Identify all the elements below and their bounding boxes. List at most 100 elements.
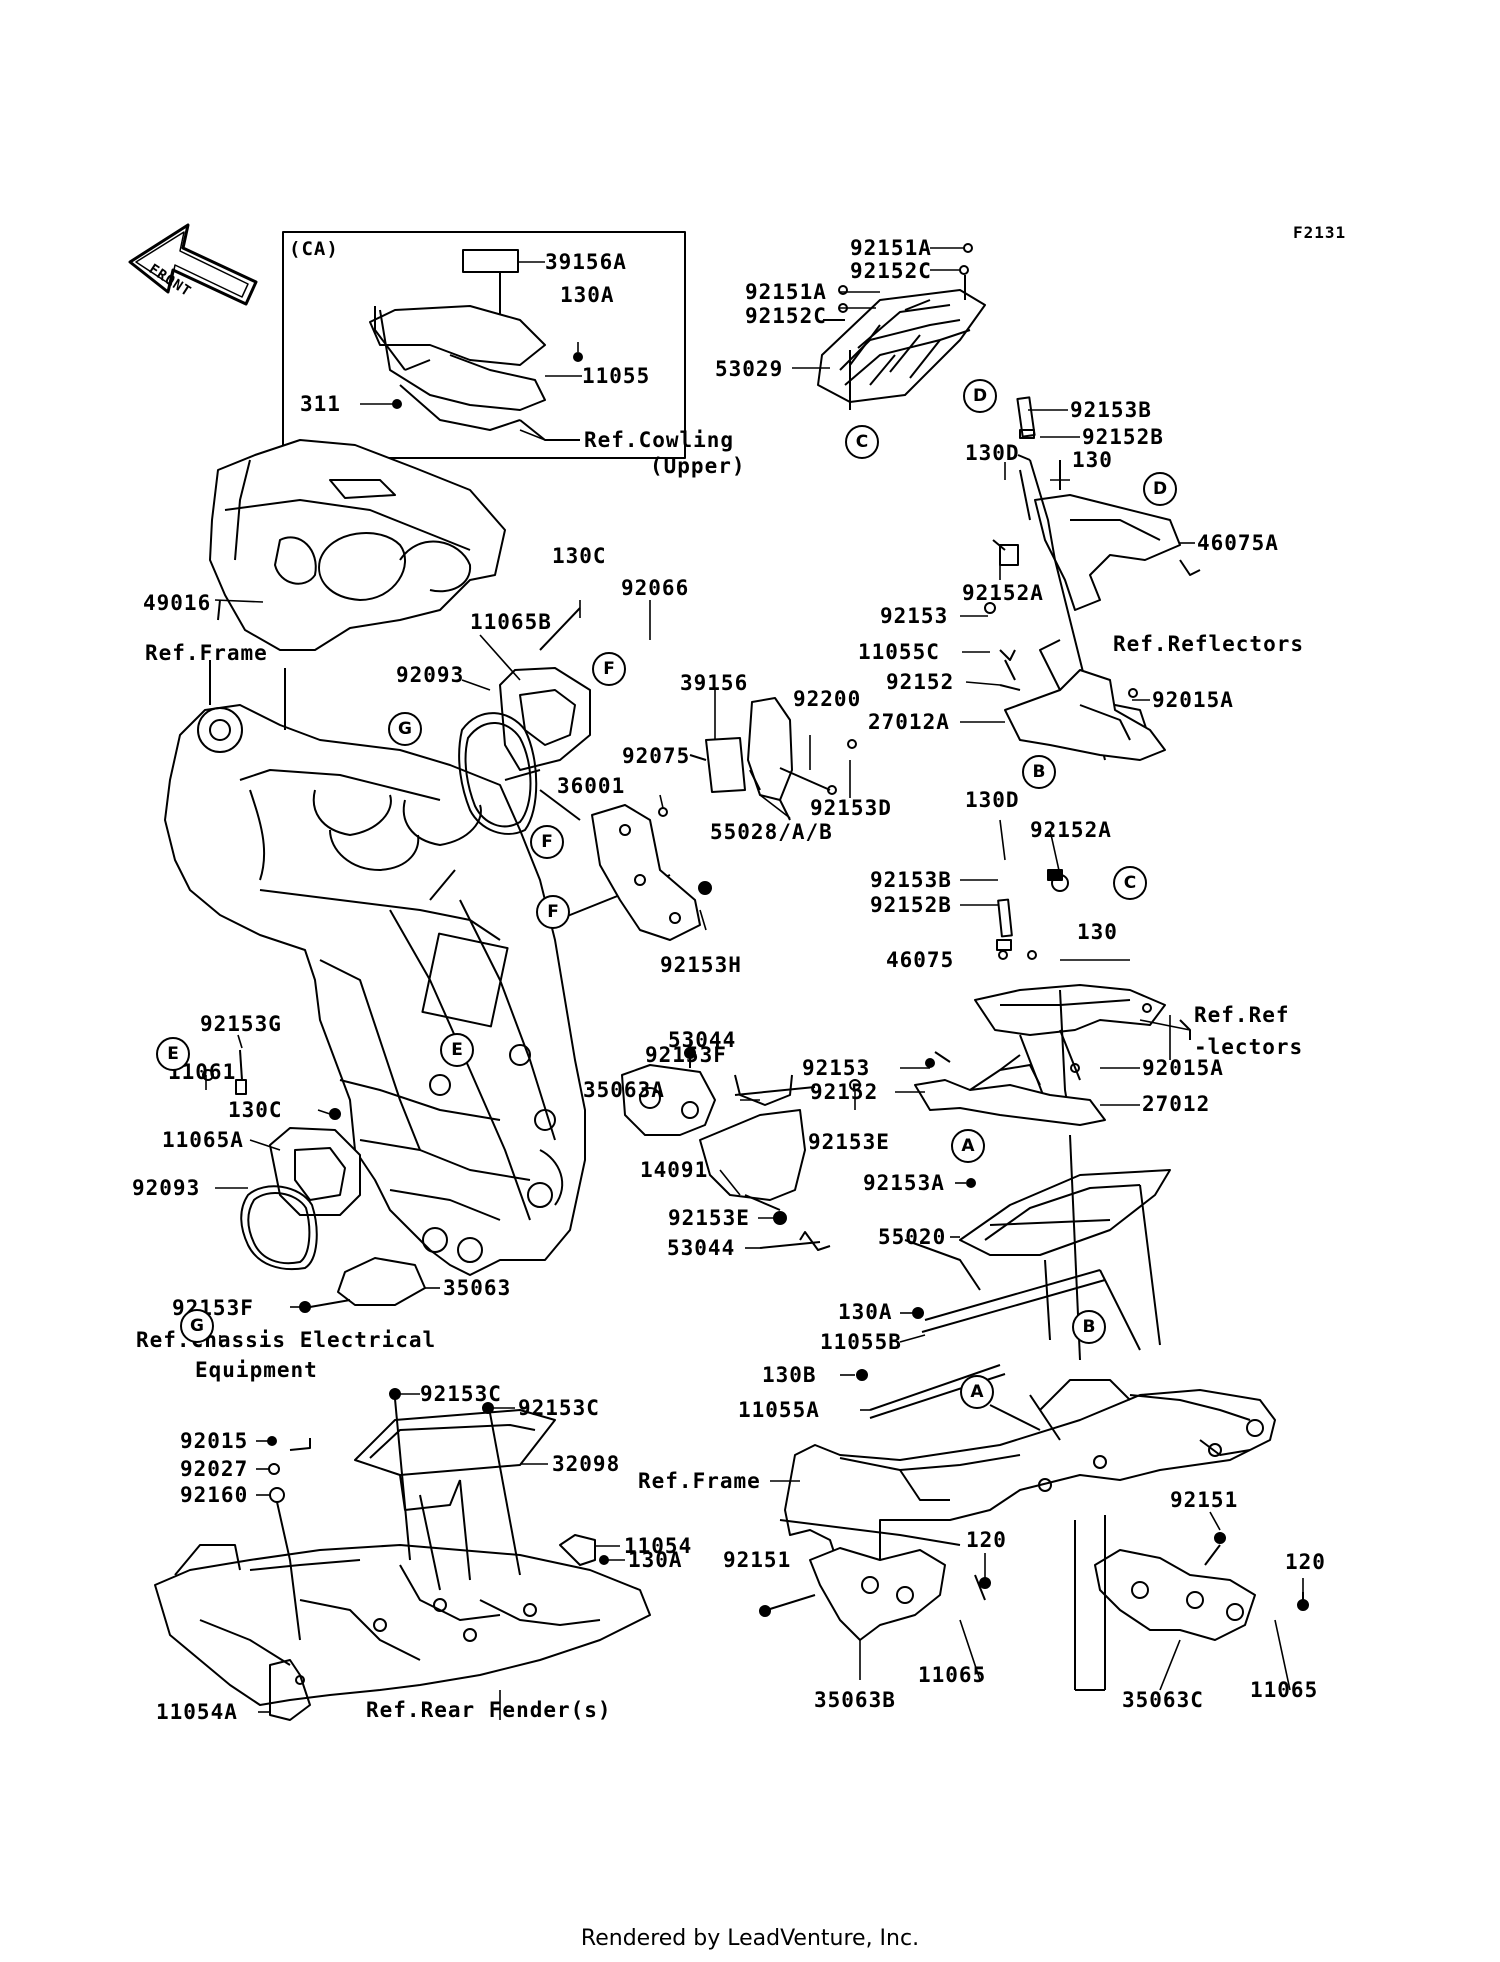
part-label: 130D — [965, 788, 1020, 812]
part-label: 92151 — [1170, 1488, 1239, 1512]
part-label: 92152B — [870, 893, 952, 917]
callout-letter: B — [1022, 755, 1056, 789]
reference-label: -lectors — [1194, 1035, 1304, 1059]
part-label: 35063A — [583, 1078, 665, 1102]
reference-label: Ref.Frame — [638, 1469, 761, 1493]
footer-credit: Rendered by LeadVenture, Inc. — [580, 1926, 920, 1951]
part-label: 92153H — [660, 953, 742, 977]
part-label: 35063 — [443, 1276, 512, 1300]
front-arrow-icon — [128, 223, 258, 306]
callout-letter: B — [1072, 1310, 1106, 1344]
part-label: 92152 — [810, 1080, 879, 1104]
part-label: 130B — [762, 1363, 817, 1387]
callout-letter: A — [960, 1375, 994, 1409]
part-label: 130A — [838, 1300, 893, 1324]
reference-label: Ref.Rear Fender(s) — [366, 1698, 612, 1722]
part-label: 92075 — [622, 744, 691, 768]
part-label: 55020 — [878, 1225, 947, 1249]
part-label: 11055C — [858, 640, 940, 664]
callout-letter: G — [180, 1309, 214, 1343]
part-label: 46075A — [1197, 531, 1279, 555]
part-label: 92153A — [863, 1171, 945, 1195]
part-label: 11061 — [168, 1060, 237, 1084]
callout-letter: F — [536, 895, 570, 929]
part-label: 11065B — [470, 610, 552, 634]
part-label: 53029 — [715, 357, 784, 381]
inset-box — [282, 231, 686, 459]
part-label: 92200 — [793, 687, 862, 711]
part-label: 130A — [628, 1548, 683, 1572]
reference-label: Ref.Reflectors — [1113, 632, 1305, 656]
callout-letter: C — [1113, 866, 1147, 900]
part-label: 11054 — [624, 1534, 693, 1558]
part-label: 92015 — [180, 1429, 249, 1453]
part-label: 92152B — [1082, 425, 1164, 449]
callout-letter: F — [592, 652, 626, 686]
part-label: 92153G — [200, 1012, 282, 1036]
part-label: 92027 — [180, 1457, 249, 1481]
reference-label: (Upper) — [650, 454, 746, 478]
inset-bracket — [369, 249, 583, 441]
part-label: 92153C — [420, 1382, 502, 1406]
part-label: 11054A — [156, 1700, 238, 1724]
part-label: 92151A — [745, 280, 827, 304]
part-label: 36001 — [557, 774, 626, 798]
part-label: 92152 — [886, 670, 955, 694]
main-frame — [164, 704, 586, 1276]
part-label: 130C — [552, 544, 607, 568]
part-label: 92093 — [396, 663, 465, 687]
part-label: 35063C — [1122, 1688, 1204, 1712]
part-label: 92153 — [880, 604, 949, 628]
cover-49016 — [209, 439, 506, 651]
part-label: 92093 — [132, 1176, 201, 1200]
part-label: 11055B — [820, 1330, 902, 1354]
part-label: 120 — [1285, 1550, 1326, 1574]
part-label: 55028/A/B — [710, 820, 833, 844]
figure-code: F2131 — [1293, 223, 1347, 242]
part-label: 92153C — [518, 1396, 600, 1420]
inset-title: (CA) — [289, 238, 339, 260]
part-label: 27012A — [868, 710, 950, 734]
part-label: 11065 — [918, 1663, 987, 1687]
part-label: 92153F — [645, 1043, 727, 1067]
callout-letter: C — [845, 425, 879, 459]
part-label: 46075 — [886, 948, 955, 972]
part-label: 11055A — [738, 1398, 820, 1422]
part-label: 92153D — [810, 796, 892, 820]
part-label: 92152C — [745, 304, 827, 328]
part-label: 130 — [1077, 920, 1118, 944]
part-label: 92153B — [1070, 398, 1152, 422]
part-label: 92153E — [808, 1130, 890, 1154]
part-label: 92160 — [180, 1483, 249, 1507]
reference-label: Ref.Ref — [1194, 1003, 1290, 1027]
part-label: 92153E — [668, 1206, 750, 1230]
part-label: 92151 — [723, 1548, 792, 1572]
callout-letter: E — [440, 1033, 474, 1067]
part-label: 92153 — [802, 1056, 871, 1080]
part-label: 130D — [965, 441, 1020, 465]
part-label: 311 — [300, 392, 341, 416]
part-label: 130A — [560, 283, 615, 307]
part-label: 11065A — [162, 1128, 244, 1152]
part-label: 92015A — [1152, 688, 1234, 712]
part-label: 11065 — [1250, 1678, 1319, 1702]
callout-letter: G — [388, 712, 422, 746]
part-label: 92152A — [962, 581, 1044, 605]
part-label: 11055 — [582, 364, 651, 388]
part-label: 39156 — [680, 671, 749, 695]
part-label: 92153B — [870, 868, 952, 892]
reference-label: Ref.Frame — [145, 641, 268, 665]
callout-letter: D — [1143, 472, 1177, 506]
part-label: 35063B — [814, 1688, 896, 1712]
callout-letter: A — [951, 1129, 985, 1163]
part-label: 130 — [1072, 448, 1113, 472]
part-label: 53044 — [668, 1028, 737, 1052]
part-label: 130C — [228, 1098, 283, 1122]
part-label: 27012 — [1142, 1092, 1211, 1116]
part-label: 92151A — [850, 236, 932, 260]
part-label: 120 — [966, 1528, 1007, 1552]
reference-label: Ref.Cowling — [584, 428, 735, 452]
part-label: 49016 — [143, 591, 212, 615]
part-label: 39156A — [545, 250, 627, 274]
callout-letter: F — [530, 825, 564, 859]
